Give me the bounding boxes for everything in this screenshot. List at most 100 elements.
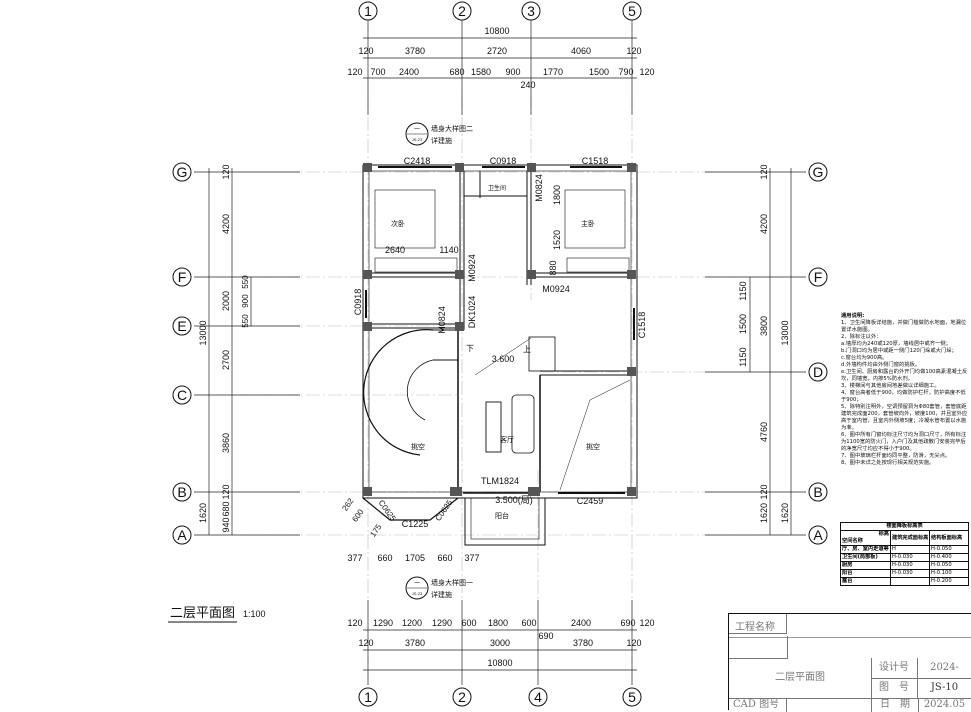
axis-label-left-bubble — [172, 162, 192, 182]
axis-label-right-bubble — [808, 162, 828, 182]
dim-left-sub: 550 — [241, 275, 250, 289]
dim-top: 4060 — [571, 46, 591, 56]
callout-title: 墙身大样图一 — [431, 578, 473, 587]
table-title: 楼面降板标高表 — [840, 522, 969, 531]
axis-label-right-bubble — [808, 482, 828, 502]
axis-label-left-bubble — [172, 385, 192, 405]
table-cell: H-0.030 — [890, 561, 930, 570]
dim-bottom: 3000 — [490, 638, 510, 648]
dim-left-sub: 900 — [241, 294, 250, 308]
sheet-no-label: 图 号 — [871, 678, 918, 699]
axis-label-left: G — [177, 164, 188, 180]
room-label-master-bedroom: 主卧 — [581, 219, 595, 228]
col-header: 建筑完成面标高 — [890, 530, 930, 546]
dim-bay: 600 — [350, 507, 365, 524]
cad-no-label: CAD 图号 — [729, 698, 787, 712]
stair-up: 上 — [523, 345, 531, 354]
axis-label-right: F — [814, 269, 823, 285]
axis-label-left-bubble — [172, 482, 192, 502]
axis-label-right: B — [813, 484, 822, 500]
dim-left: 940 — [221, 517, 231, 532]
dim-top-sub: 120 — [639, 67, 654, 77]
axis-label-bottom: 1 — [364, 689, 372, 705]
dim-bay-bottom: 660 — [377, 553, 392, 563]
room-label-void: 挑空 — [586, 442, 600, 451]
axis-label-bottom-bubble — [622, 687, 642, 707]
dim-left: 680 — [221, 501, 231, 516]
table-cell: H-0.030 — [890, 553, 930, 562]
date: 2024.05 — [923, 699, 966, 710]
axis-label-top-bubble — [521, 1, 541, 21]
dim-top-sub: 120 — [347, 67, 362, 77]
dim-top-sub: 680 — [449, 67, 464, 77]
dim-left: 3860 — [221, 433, 231, 453]
level-mark: 3.600 — [492, 354, 515, 364]
table-cell: 露台 — [840, 577, 891, 586]
axis-label-left: C — [177, 387, 187, 403]
dim-bottom: 120 — [626, 638, 641, 648]
drawing-name: 二层平面图 — [729, 658, 872, 699]
stair-down: 下 — [466, 344, 474, 353]
window-c2418: C2418 — [404, 156, 431, 166]
design-no: 2024- — [917, 658, 971, 679]
axis-label-bottom: 2 — [458, 689, 466, 705]
dim-right: 1620 — [759, 503, 769, 523]
note-item: e.卫生间、厨房和露台的外开门均做100高素混凝土反坎，同墙宽，内掺5%防水剂。 — [841, 369, 968, 382]
axis-label-bottom: 5 — [628, 689, 636, 705]
callout-sub: 详建施 — [431, 590, 452, 599]
table-cell: H-0.030 — [890, 569, 930, 578]
axis-label-top: 2 — [458, 3, 466, 19]
callout-number: 一 — [414, 581, 420, 587]
dim-bottom-sub: 1800 — [488, 618, 508, 628]
table-cell: H — [890, 545, 930, 554]
dim-right-mid: 3800 — [759, 316, 769, 336]
dim-top-sub: 1770 — [543, 67, 563, 77]
axis-label-top-bubble — [358, 1, 378, 21]
dim-1800: 1800 — [552, 185, 562, 205]
door-m0924: M0924 — [542, 284, 570, 294]
note-item: c.窗台均为900高。 — [841, 355, 888, 361]
table-cell: H-0.400 — [929, 553, 969, 562]
note-item: 7、图中玻璃栏杆面均同平整，防滑，无尖点。 — [841, 453, 951, 459]
axis-label-bottom-bubble — [358, 687, 378, 707]
dim-left: 4200 — [221, 214, 231, 234]
date-label: 日 期 — [871, 698, 919, 712]
room-label-second-bedroom: 次卧 — [391, 219, 405, 228]
dim-left-total: 13000 — [198, 320, 208, 345]
axis-label-top-bubble — [452, 1, 472, 21]
note-item: 1、卫生间降板详结施，并做门槛做防水地面，地漏位置详水施图。 — [841, 320, 967, 333]
axis-label-bottom-bubble — [452, 687, 472, 707]
axis-label-top: 5 — [628, 3, 636, 19]
note-item: 3、楼梯间与其他房间地差做以详细施工。 — [841, 383, 940, 389]
dim-top-total: 10800 — [484, 26, 509, 36]
dim-bay: 262 — [340, 496, 355, 513]
callout-title: 墙身大样图二 — [431, 124, 473, 133]
axis-label-left-bubble — [172, 525, 192, 545]
axis-label-right: D — [813, 364, 823, 380]
project-name-label: 工程名称 — [729, 614, 787, 634]
walls — [362, 164, 638, 546]
axis-label-right-bubble — [808, 362, 828, 382]
room-label-living: 客厅 — [500, 435, 514, 444]
window-c0625: C0625 — [434, 498, 455, 523]
dim-top-sub: 900 — [505, 67, 520, 77]
axis-label-left-bubble — [172, 267, 192, 287]
door-m0924: M0924 — [467, 254, 477, 282]
axis-label-bottom-bubble — [528, 687, 548, 707]
columns — [363, 163, 636, 496]
dim-top-sub: 790 — [618, 67, 633, 77]
window-c1225: C1225 — [402, 519, 429, 529]
callout-sheet: JS-23 — [412, 591, 423, 596]
axis-label-right: A — [813, 527, 823, 543]
dim-left: 120 — [221, 164, 231, 179]
window-c1518-right: C1518 — [637, 312, 647, 339]
general-notes: 通用说明: 1、卫生间降板详结施，并做门槛做防水地面，地漏位置详水施图。2、除标… — [841, 313, 968, 467]
dim-left: 2700 — [221, 350, 231, 370]
note-item: d.外墙构件均由外侧门窗的挑板。 — [841, 362, 921, 368]
table-cell — [890, 577, 930, 586]
dim-top: 120 — [358, 46, 373, 56]
notes-heading: 通用说明: — [841, 313, 865, 319]
